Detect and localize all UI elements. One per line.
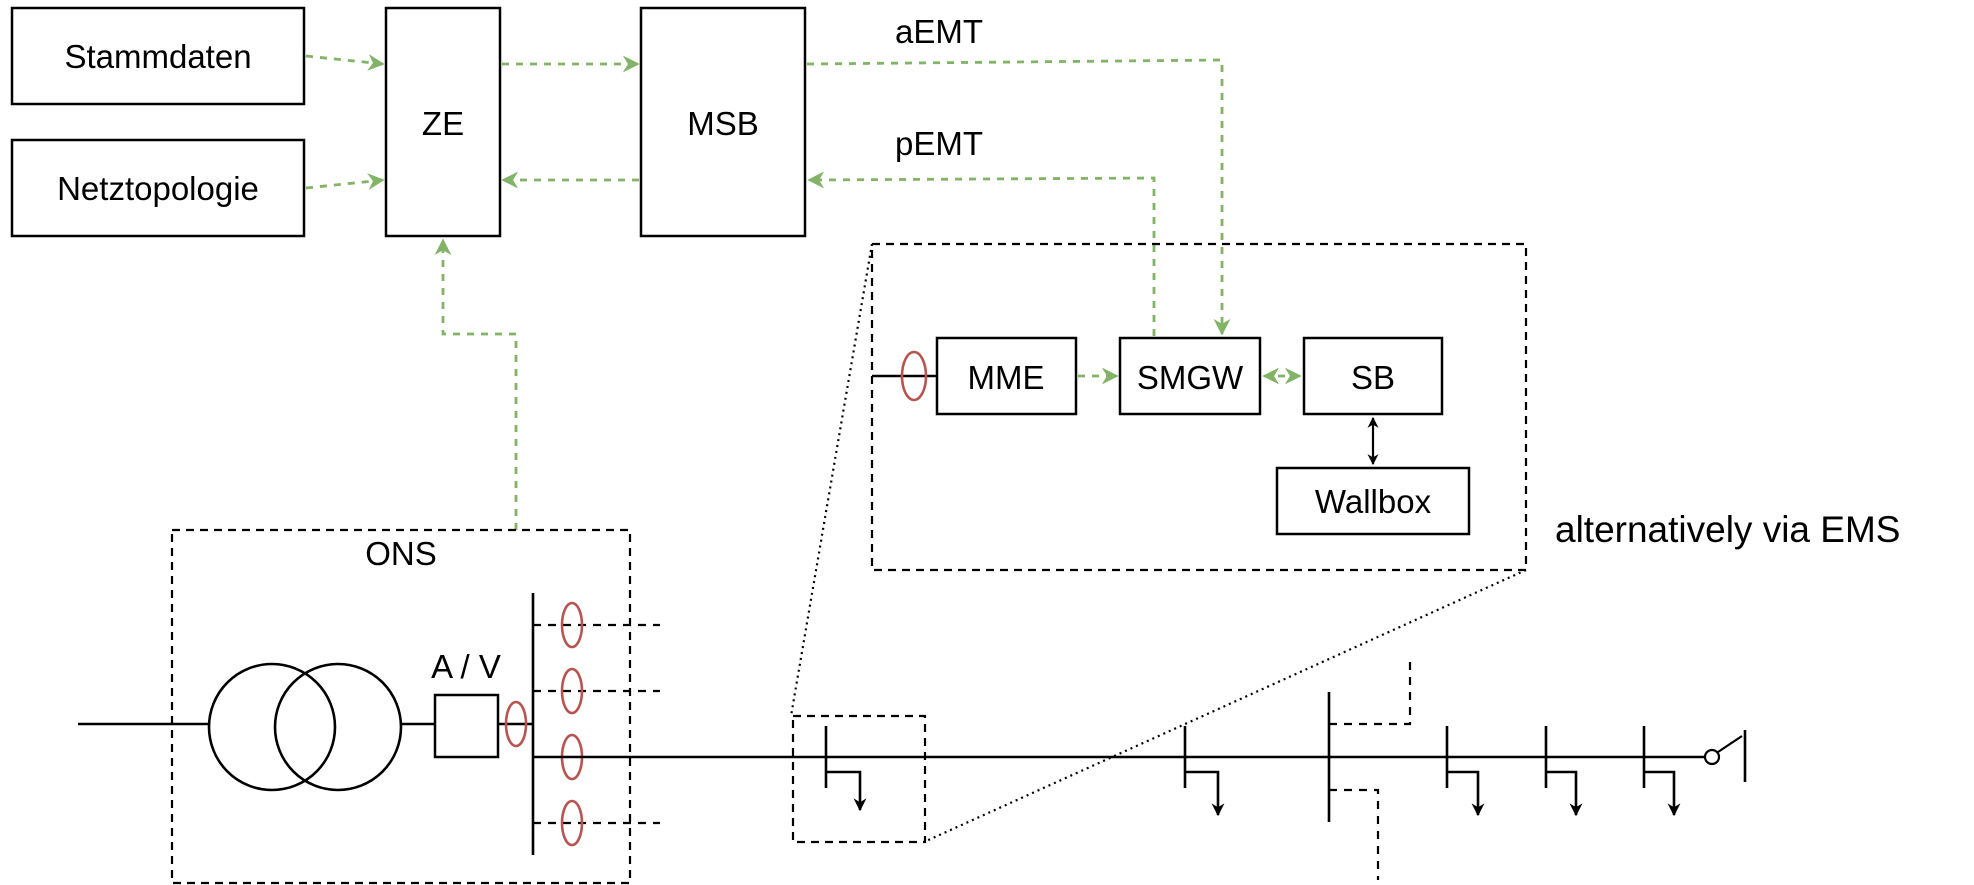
zoom-line-left [789, 243, 874, 717]
msb-box: MSB [639, 6, 807, 238]
smgw-box: SMGW [1118, 336, 1262, 416]
meter-label: A / V [431, 648, 501, 685]
mme-box: MME [935, 336, 1078, 416]
wallbox-label: Wallbox [1315, 483, 1432, 520]
zoom-line-right [923, 568, 1527, 844]
transformer-icon [207, 662, 403, 792]
mme-label: MME [968, 359, 1045, 396]
smgw-label: SMGW [1137, 359, 1244, 396]
zoomed-household-box [791, 714, 927, 844]
stammdaten-to-ze-arrow [305, 54, 385, 71]
pemt-flow-arrow [807, 171, 1156, 336]
household-load-1-icon [824, 726, 867, 812]
household-load-4-icon [1544, 726, 1583, 817]
household-load-3-icon [1445, 726, 1485, 817]
aemt-label: aEMT [895, 13, 983, 50]
netztopologie-label: Netztopologie [57, 170, 259, 207]
household-load-2-icon [1183, 726, 1225, 817]
stammdaten-box: Stammdaten [10, 6, 306, 106]
feeder-sensor-4-icon [560, 799, 584, 847]
netztopologie-to-ze-arrow [305, 173, 385, 190]
busbar-current-sensor-icon [504, 700, 528, 748]
wallbox-box: Wallbox [1275, 466, 1471, 536]
ons-box [170, 528, 632, 885]
aemt-flow-arrow [806, 58, 1231, 336]
meter-box [433, 693, 500, 759]
ons-to-ze-arrow [434, 238, 518, 530]
feeder-sensor-1-icon [560, 601, 584, 649]
stammdaten-label: Stammdaten [64, 38, 251, 75]
household-detail-box [870, 242, 1528, 572]
branching-node-icon [1327, 660, 1412, 880]
household-current-sensor-icon [900, 350, 928, 402]
sb-box: SB [1302, 336, 1444, 416]
netztopologie-box: Netztopologie [10, 138, 306, 238]
pemt-label: pEMT [895, 125, 983, 162]
feeder-sensor-2-icon [560, 667, 584, 715]
household-load-5-icon [1642, 726, 1681, 817]
ems-annotation: alternatively via EMS [1555, 509, 1900, 550]
sb-label: SB [1351, 359, 1395, 396]
open-switch-icon [1703, 730, 1747, 782]
ze-label: ZE [422, 105, 464, 142]
ze-box: ZE [384, 6, 502, 238]
msb-label: MSB [687, 105, 759, 142]
ons-label: ONS [365, 535, 437, 572]
